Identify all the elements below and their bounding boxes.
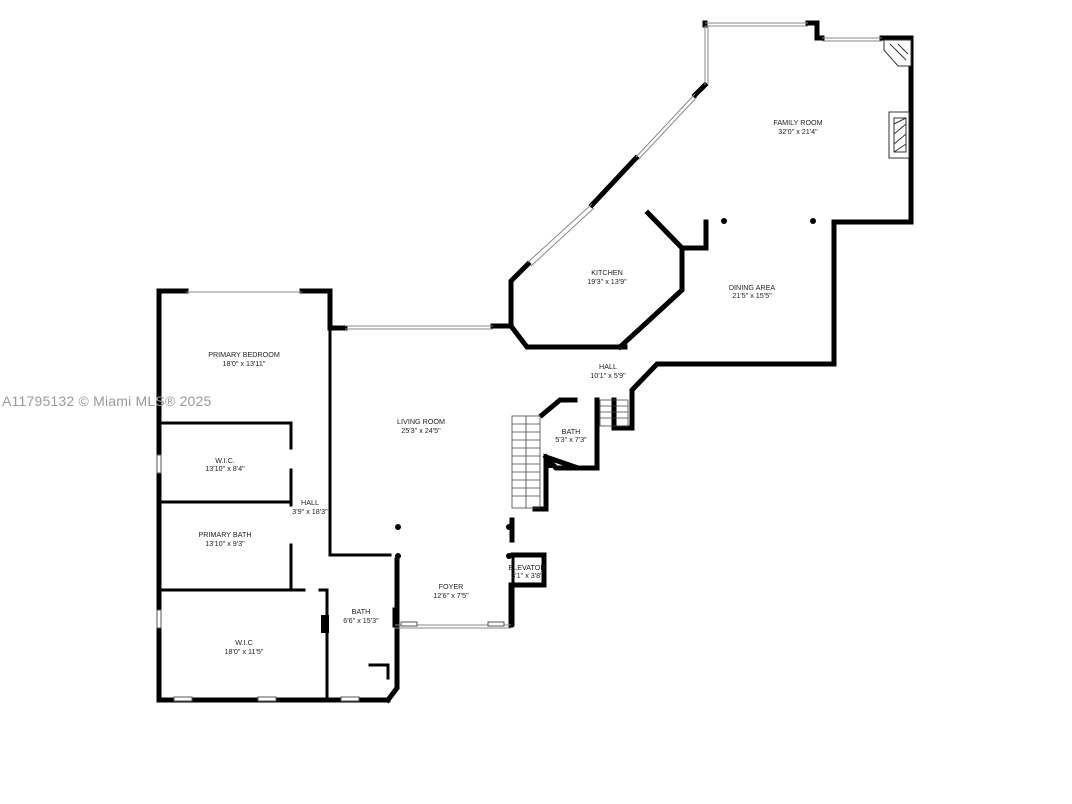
room-labels: FAMILY ROOM 32'0" x 21'4" KITCHEN 19'3" … [198,118,822,656]
room-hall_side-dims: 3'9" x 18'3" [292,507,328,516]
room-foyer-dims: 12'6" x 7'5" [433,591,469,600]
room-bath_lower-name: BATH [352,607,371,616]
room-wic_lower-dims: 18'0" x 11'5" [225,647,264,656]
columns [321,218,816,633]
room-hall_upper-name: HALL [599,362,617,371]
window-sills [156,454,505,702]
room-bath_small-name: BATH [562,427,581,436]
room-dining_area-name: DINING AREA [729,283,776,292]
fireplace-icon [883,39,912,159]
room-family_room-name: FAMILY ROOM [773,118,822,127]
staircase [511,399,629,509]
room-primary_bath-name: PRIMARY BATH [198,530,251,539]
room-hall_upper-dims: 10'1" x 5'9" [590,371,626,380]
room-wic_upper-name: W.I.C. [215,456,235,465]
room-living_room-dims: 25'3" x 24'5" [401,426,441,435]
room-kitchen-dims: 19'3" x 13'9" [587,277,627,286]
mls-watermark: A11795132 © Miami MLS® 2025 [2,393,212,409]
room-hall_side-name: HALL [301,498,319,507]
room-primary_bath-dims: 13'10" x 9'3" [205,539,245,548]
room-wic_lower-name: W.I.C [235,638,253,647]
room-bath_lower-dims: 6'6" x 15'3" [343,616,379,625]
room-wic_upper-dims: 13'10" x 8'4" [205,464,245,473]
windows [186,22,882,629]
room-primary_bedroom-dims: 18'0" x 13'11" [223,359,266,368]
room-foyer-name: FOYER [439,582,464,591]
room-family_room-dims: 32'0" x 21'4" [778,127,818,136]
room-dining_area-dims: 21'5" x 15'5" [732,291,772,300]
room-living_room-name: LIVING ROOM [397,417,445,426]
interior-walls [160,328,515,702]
bath-fixture [546,457,560,468]
room-elevator-name: ELEVATOR [508,563,545,572]
room-elevator-dims: 3'1" x 3'8" [511,571,543,580]
room-bath_small-dims: 5'3" x 7'3" [555,435,587,444]
room-primary_bedroom-name: PRIMARY BEDROOM [208,350,280,359]
room-kitchen-name: KITCHEN [591,268,623,277]
